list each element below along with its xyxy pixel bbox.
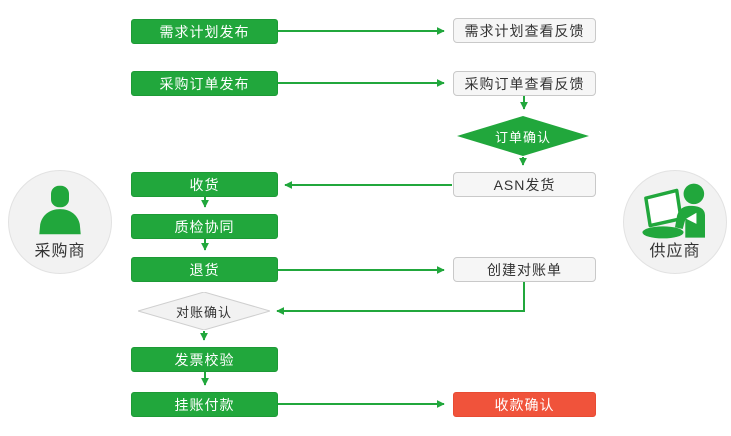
node-quality-check: 质检协同 (131, 214, 278, 239)
node-demand-plan-feedback: 需求计划查看反馈 (453, 18, 596, 43)
person-icon (9, 181, 111, 239)
node-payment-receipt-confirm: 收款确认 (453, 392, 596, 417)
node-label: 发票校验 (174, 351, 235, 368)
node-label: 需求计划发布 (159, 23, 250, 40)
node-label: 收款确认 (494, 396, 555, 413)
diamond-shape (138, 292, 270, 330)
actor-buyer: 采购商 (8, 170, 112, 274)
node-label: 采购订单发布 (159, 75, 250, 92)
node-label: 创建对账单 (487, 261, 562, 278)
node-po-feedback: 采购订单查看反馈 (453, 71, 596, 96)
node-label: 收货 (189, 176, 220, 193)
decision-label: 对账确认 (175, 304, 232, 320)
node-label: 质检协同 (174, 218, 235, 235)
node-label: 采购订单查看反馈 (464, 75, 585, 92)
node-po-publish: 采购订单发布 (131, 71, 278, 96)
person-laptop-icon (624, 181, 726, 241)
decision-label: 订单确认 (494, 129, 551, 145)
node-invoice-verify: 发票校验 (131, 347, 278, 372)
node-label: 退货 (189, 261, 220, 278)
actor-label: 采购商 (34, 243, 86, 260)
decision-order-confirm: 订单确认 (457, 116, 589, 156)
node-label: 挂账付款 (174, 396, 235, 413)
actor-supplier: 供应商 (623, 170, 727, 274)
node-demand-plan-publish: 需求计划发布 (131, 19, 278, 44)
node-book-payment: 挂账付款 (131, 392, 278, 417)
node-asn-ship: ASN发货 (453, 172, 596, 197)
node-create-statement: 创建对账单 (453, 257, 596, 282)
node-return-goods: 退货 (131, 257, 278, 282)
actor-label: 供应商 (649, 243, 701, 260)
node-label: 需求计划查看反馈 (464, 22, 585, 39)
node-receive-goods: 收货 (131, 172, 278, 197)
decision-statement-confirm: 对账确认 (138, 292, 270, 330)
node-label: ASN发货 (493, 176, 556, 193)
diamond-shape (457, 116, 589, 156)
